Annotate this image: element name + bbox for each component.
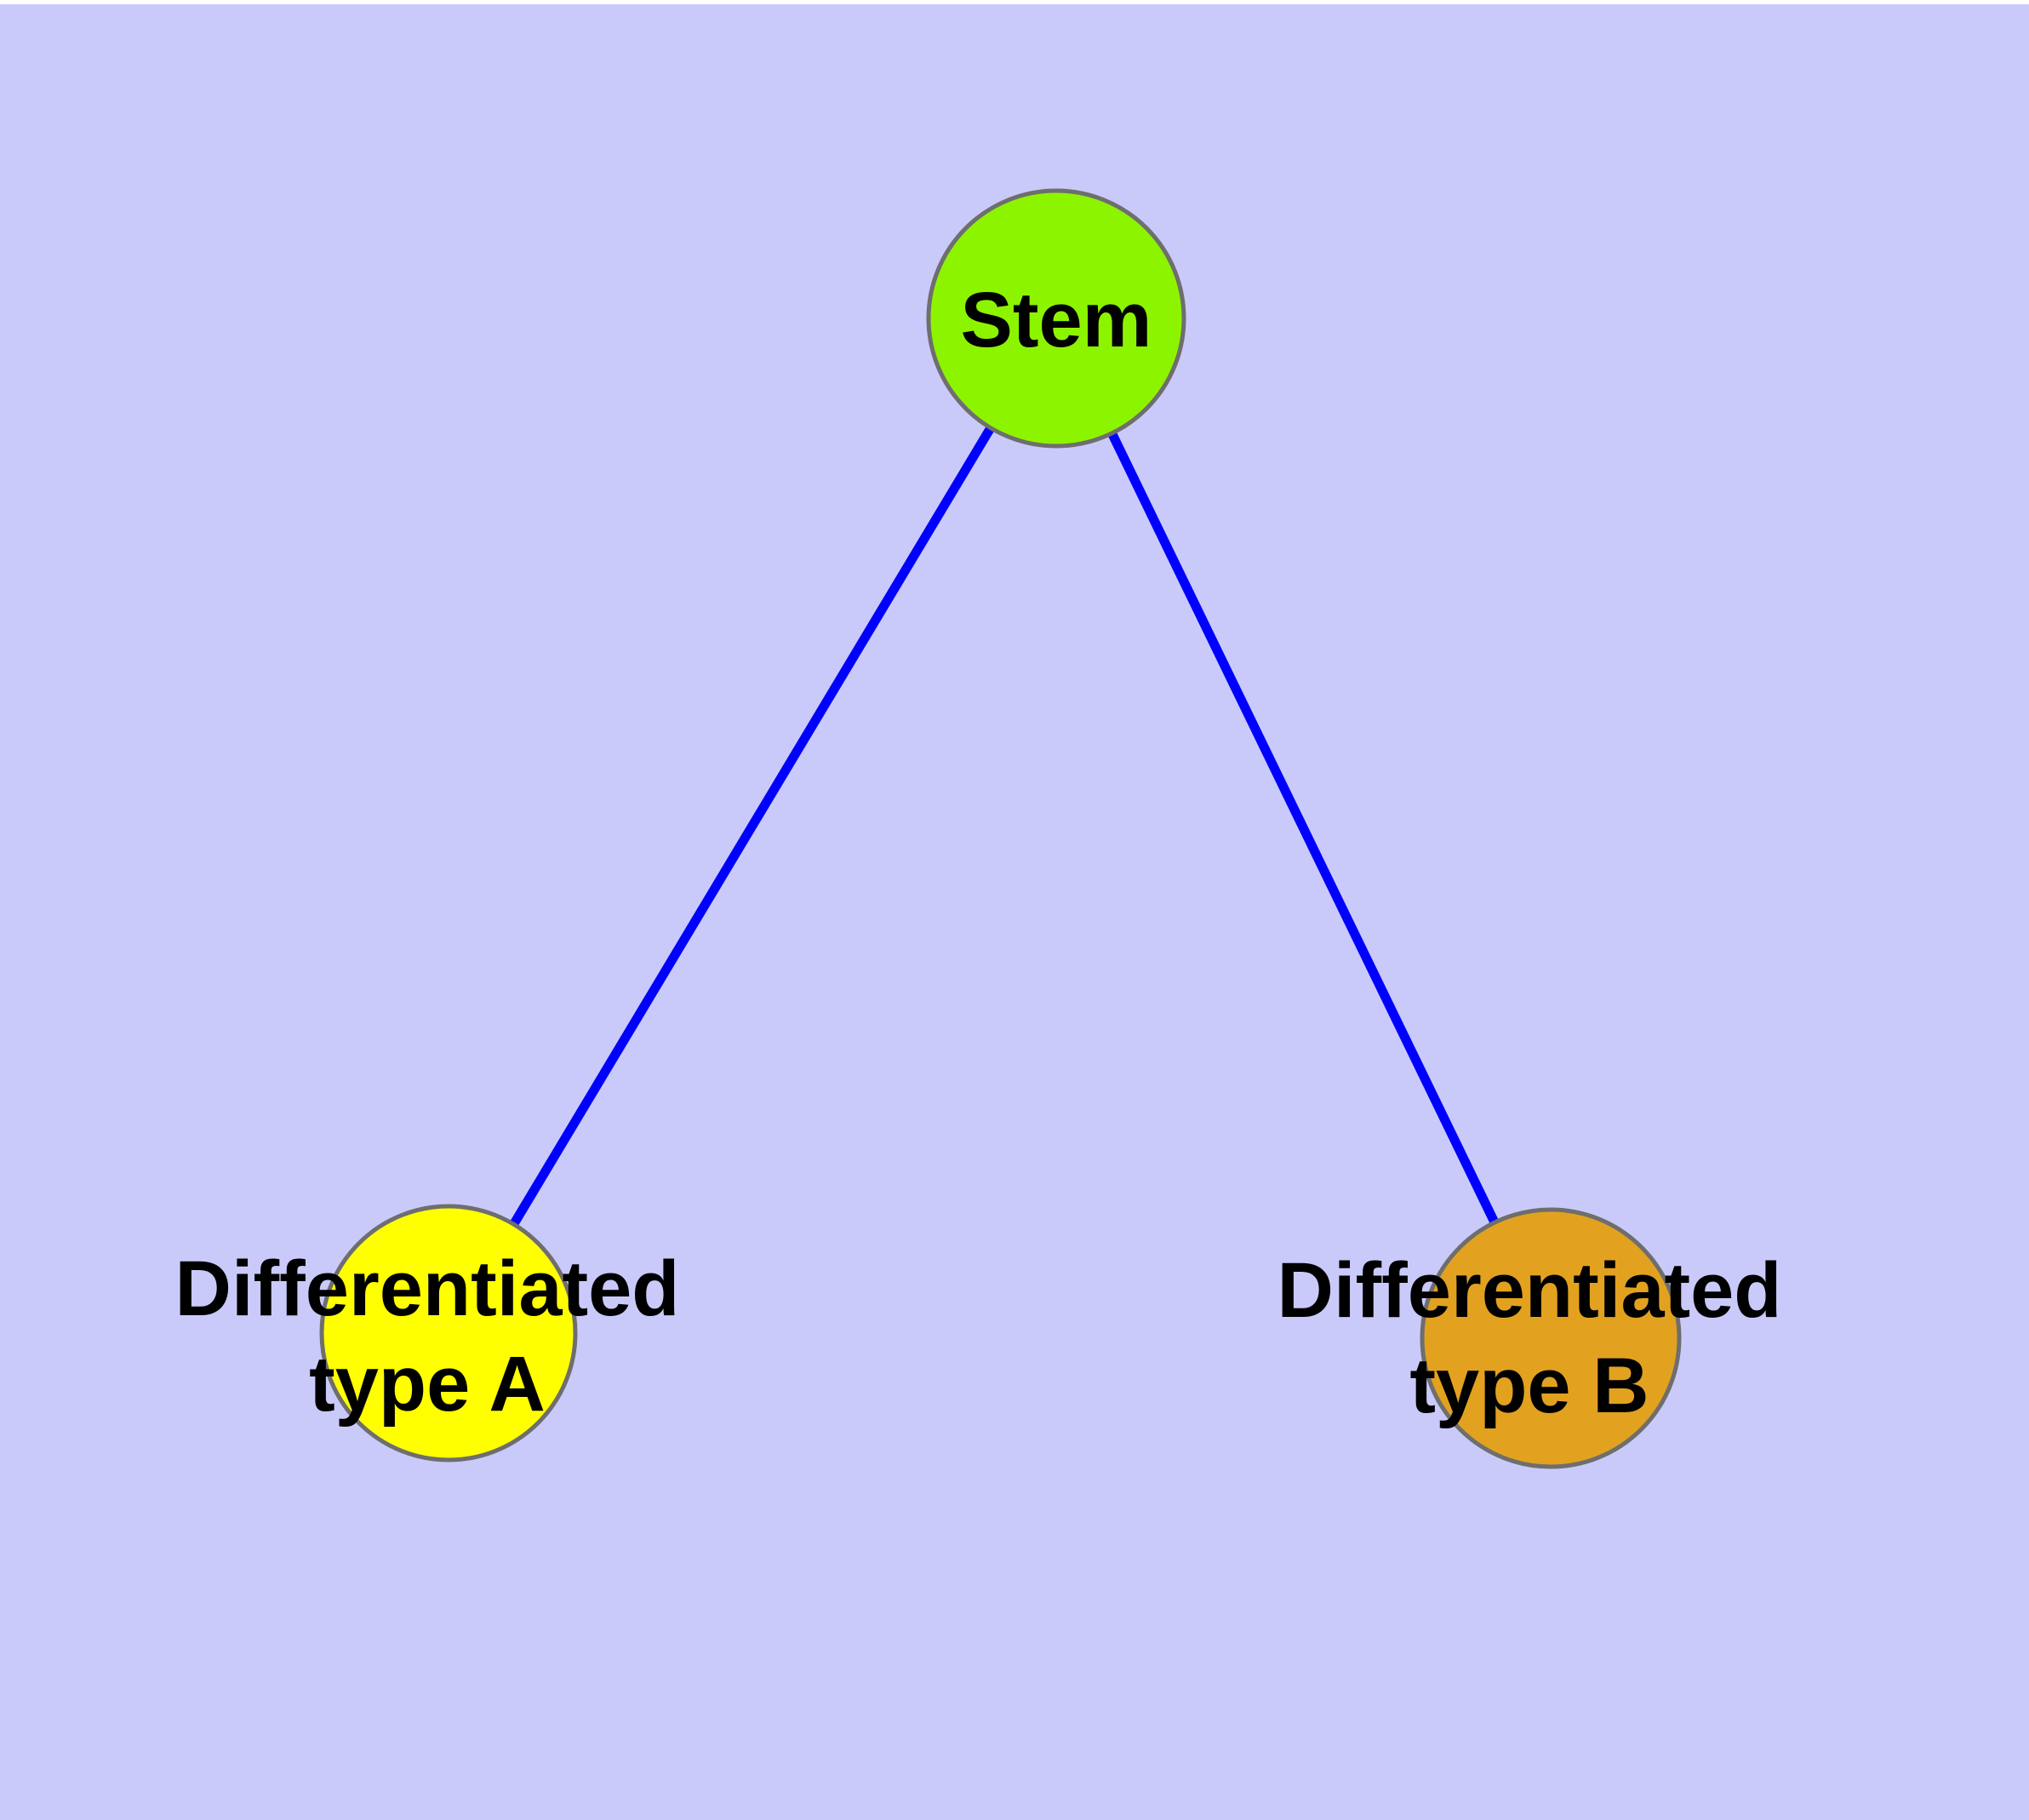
node-label-stem: Stem — [960, 277, 1152, 363]
node-type-a-circle — [319, 1204, 578, 1462]
top-margin-strip — [0, 0, 2029, 4]
edge-stem-to-type-b — [1052, 316, 1555, 1341]
node-stem-circle — [926, 188, 1186, 449]
node-type-b-circle — [1420, 1207, 1682, 1469]
node-label-type-a: Differentiated type A — [174, 1245, 680, 1428]
node-label-type-b: Differentiated type B — [1277, 1247, 1782, 1429]
edge-stem-to-type-a — [444, 316, 1060, 1336]
